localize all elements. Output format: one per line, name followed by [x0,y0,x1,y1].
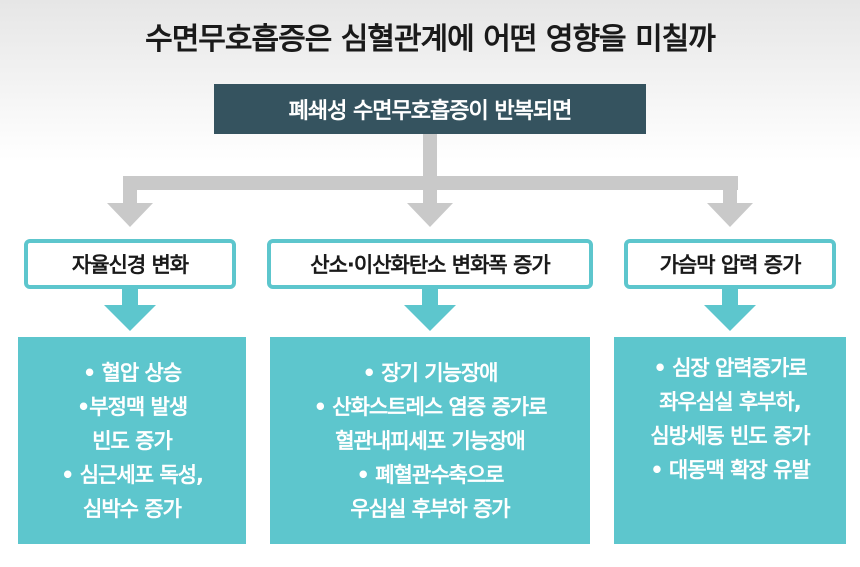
root-condition-box: 폐쇄성 수면무호흡증이 반복되면 [214,84,646,134]
effect-line: • 심근세포 독성, [61,462,204,487]
effect-line: 심방세동 빈도 증가 [650,424,810,448]
effect-line: • 대동맥 확장 유발 [650,458,811,482]
effect-line: 좌우심실 후부하, [659,390,802,414]
category-pleural-pressure: 가슴막 압력 증가 [624,239,836,289]
effect-line: 빈도 증가 [92,428,173,453]
effects-panel-pleural-pressure: • 심장 압력증가로 좌우심실 후부하, 심방세동 빈도 증가 • 대동맥 확장… [614,337,846,544]
effect-line: 우심실 후부하 증가 [350,496,510,521]
effect-line: • 산화스트레스 염증 증가로 [313,394,548,419]
effect-line: 혈관내피세포 기능장애 [335,428,526,453]
teal-down-arrows [104,289,756,331]
effects-panel-oxygen-co2: • 장기 기능장애 • 산화스트레스 염증 증가로 혈관내피세포 기능장애 • … [270,337,590,544]
category-label: 가슴막 압력 증가 [659,253,802,277]
effect-line: • 폐혈관수축으로 [356,462,505,487]
diagram-title: 수면무호흡증은 심혈관계에 어떤 영향을 미칠까 [145,22,716,57]
effect-line: •부정맥 발생 [76,394,188,419]
effect-line: • 장기 기능장애 [362,360,499,385]
effect-line: 심박수 증가 [83,496,182,521]
category-label: 산소·이산화탄소 변화폭 증가 [310,253,550,277]
effect-line: • 혈압 상승 [82,360,182,385]
category-autonomic: 자율신경 변화 [24,239,236,289]
category-label: 자율신경 변화 [71,253,189,277]
category-oxygen-co2: 산소·이산화탄소 변화폭 증가 [267,239,593,289]
gray-tree-connector [107,134,753,227]
effect-line: • 심장 압력증가로 [653,356,807,380]
effects-panel-autonomic: • 혈압 상승 •부정맥 발생 빈도 증가 • 심근세포 독성, 심박수 증가 [18,337,246,544]
